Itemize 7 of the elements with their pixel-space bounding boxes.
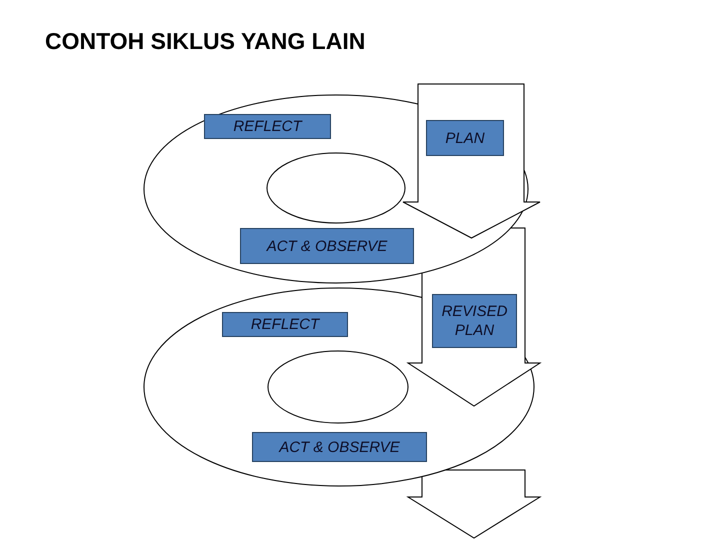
stage-box: ACT & OBSERVE (240, 228, 414, 264)
stage-box: ACT & OBSERVE (252, 432, 427, 462)
title: CONTOH SIKLUS YANG LAIN (45, 30, 366, 53)
stage-box: REFLECT (204, 114, 331, 139)
stage-box: REFLECT (222, 312, 348, 337)
stage-box: PLAN (426, 120, 504, 156)
stage-box: REVISED PLAN (432, 294, 517, 348)
